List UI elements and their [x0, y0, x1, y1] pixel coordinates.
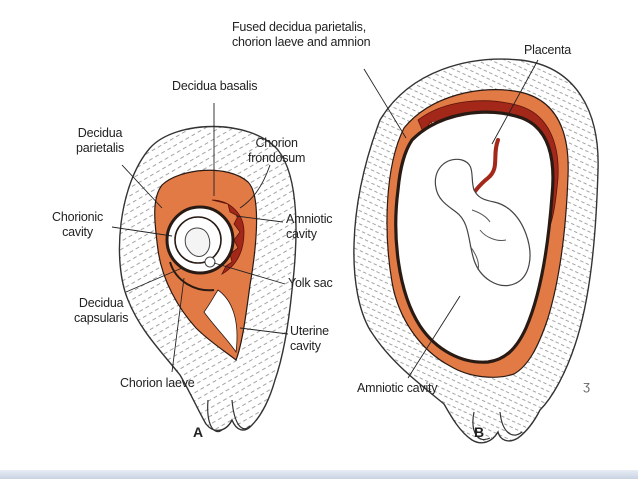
label-decidua-parietalis: Decidua parietalis — [76, 126, 125, 155]
leader-lines-b — [363, 59, 539, 379]
label-fused-membranes: Fused decidua parietalis, chorion laeve … — [232, 20, 371, 49]
panel-letter-a: A — [193, 424, 204, 440]
leader-lines-a — [111, 103, 289, 373]
figure-a — [118, 125, 297, 433]
stray-mark: ʒ — [583, 378, 590, 393]
label-chorion-frondosum: Chorion frondosum — [248, 136, 306, 165]
figure-b — [353, 58, 599, 444]
panel-letter-b: B — [474, 424, 485, 440]
fetus-b — [434, 158, 531, 287]
cervix-a — [207, 399, 251, 433]
label-amniotic-cavity-b: Amniotic cavity — [357, 381, 438, 395]
label-chorionic-cavity: Chorionic cavity — [52, 210, 104, 239]
label-yolk-sac: Yolk sac — [288, 276, 333, 290]
label-uterine-cavity: Uterine cavity — [290, 324, 329, 353]
embryo-a — [184, 227, 211, 257]
chorion-frondosum-a — [211, 199, 245, 276]
label-chorion-laeve: Chorion laeve — [120, 376, 195, 390]
label-decidua-capsularis: Decidua capsularis — [74, 296, 129, 325]
label-decidua-basalis: Decidua basalis — [172, 79, 258, 93]
cervix-b — [472, 411, 523, 441]
decidua-capsularis-a — [169, 261, 215, 292]
label-amniotic-cavity-a: Amniotic cavity — [286, 212, 333, 241]
slide-bottom-bar — [0, 470, 638, 479]
uterine-cavity-a — [203, 289, 238, 354]
fetus-limbs-b — [469, 209, 507, 271]
yolk-sac-a — [204, 256, 216, 268]
label-placenta: Placenta — [524, 43, 572, 57]
